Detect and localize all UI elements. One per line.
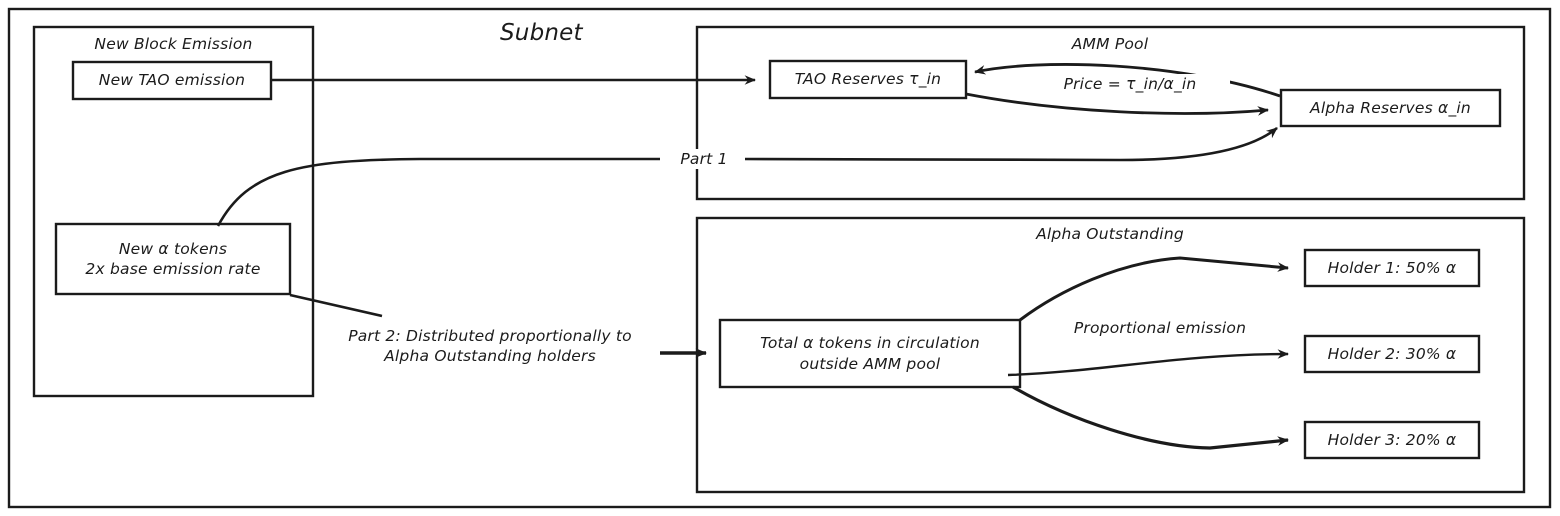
group-amm-pool xyxy=(695,25,1526,201)
edge-total-alpha-to-holder-1 xyxy=(1019,256,1289,322)
outer-frame xyxy=(7,7,1552,509)
edge-label-proportional-emission: Proportional emission xyxy=(1040,318,1280,339)
page-title: Subnet xyxy=(500,20,583,46)
node-tao-reserves-label[interactable]: TAO Reserves τ_in xyxy=(794,70,942,89)
node-holder-3-box xyxy=(1303,420,1481,460)
group-label-amm-pool: AMM Pool xyxy=(1071,35,1149,53)
node-holder-1-box xyxy=(1303,248,1481,288)
edge-label-price: Price = τ_in/α_in xyxy=(1030,74,1230,95)
group-new-block-emission xyxy=(32,25,315,398)
node-holder-2-label[interactable]: Holder 2: 30% α xyxy=(1327,344,1457,363)
edge-alpha-to-tao-price xyxy=(974,63,1281,98)
edge-label-part1: Part 1 xyxy=(663,149,745,170)
node-alpha-reserves-label[interactable]: Alpha Reserves α_in xyxy=(1310,98,1471,117)
group-label-alpha-outstanding: Alpha Outstanding xyxy=(1036,225,1184,243)
node-holder-1-label[interactable]: Holder 1: 50% α xyxy=(1327,258,1457,277)
node-tao-reserves-box xyxy=(768,59,968,100)
node-new-tao-emission-box xyxy=(71,60,273,101)
node-holder-2-box xyxy=(1303,334,1481,374)
node-new-alpha-tokens-box xyxy=(54,222,292,296)
node-holder-3-label[interactable]: Holder 3: 20% α xyxy=(1327,430,1457,449)
edge-part1-tail xyxy=(741,126,1278,162)
node-total-alpha-box xyxy=(718,318,1022,389)
edge-total-alpha-to-holder-3 xyxy=(1012,385,1289,450)
node-new-tao-emission-label[interactable]: New TAO emission xyxy=(98,71,246,90)
group-label-new-block-emission: New Block Emission xyxy=(94,35,253,53)
edge-part2-line xyxy=(289,293,383,318)
node-alpha-reserves-box xyxy=(1279,88,1502,128)
edge-tao-to-alpha-price xyxy=(965,92,1269,116)
edge-total-alpha-to-holder-2 xyxy=(1007,349,1289,377)
edge-part1-alpha-to-reserves xyxy=(216,157,660,227)
